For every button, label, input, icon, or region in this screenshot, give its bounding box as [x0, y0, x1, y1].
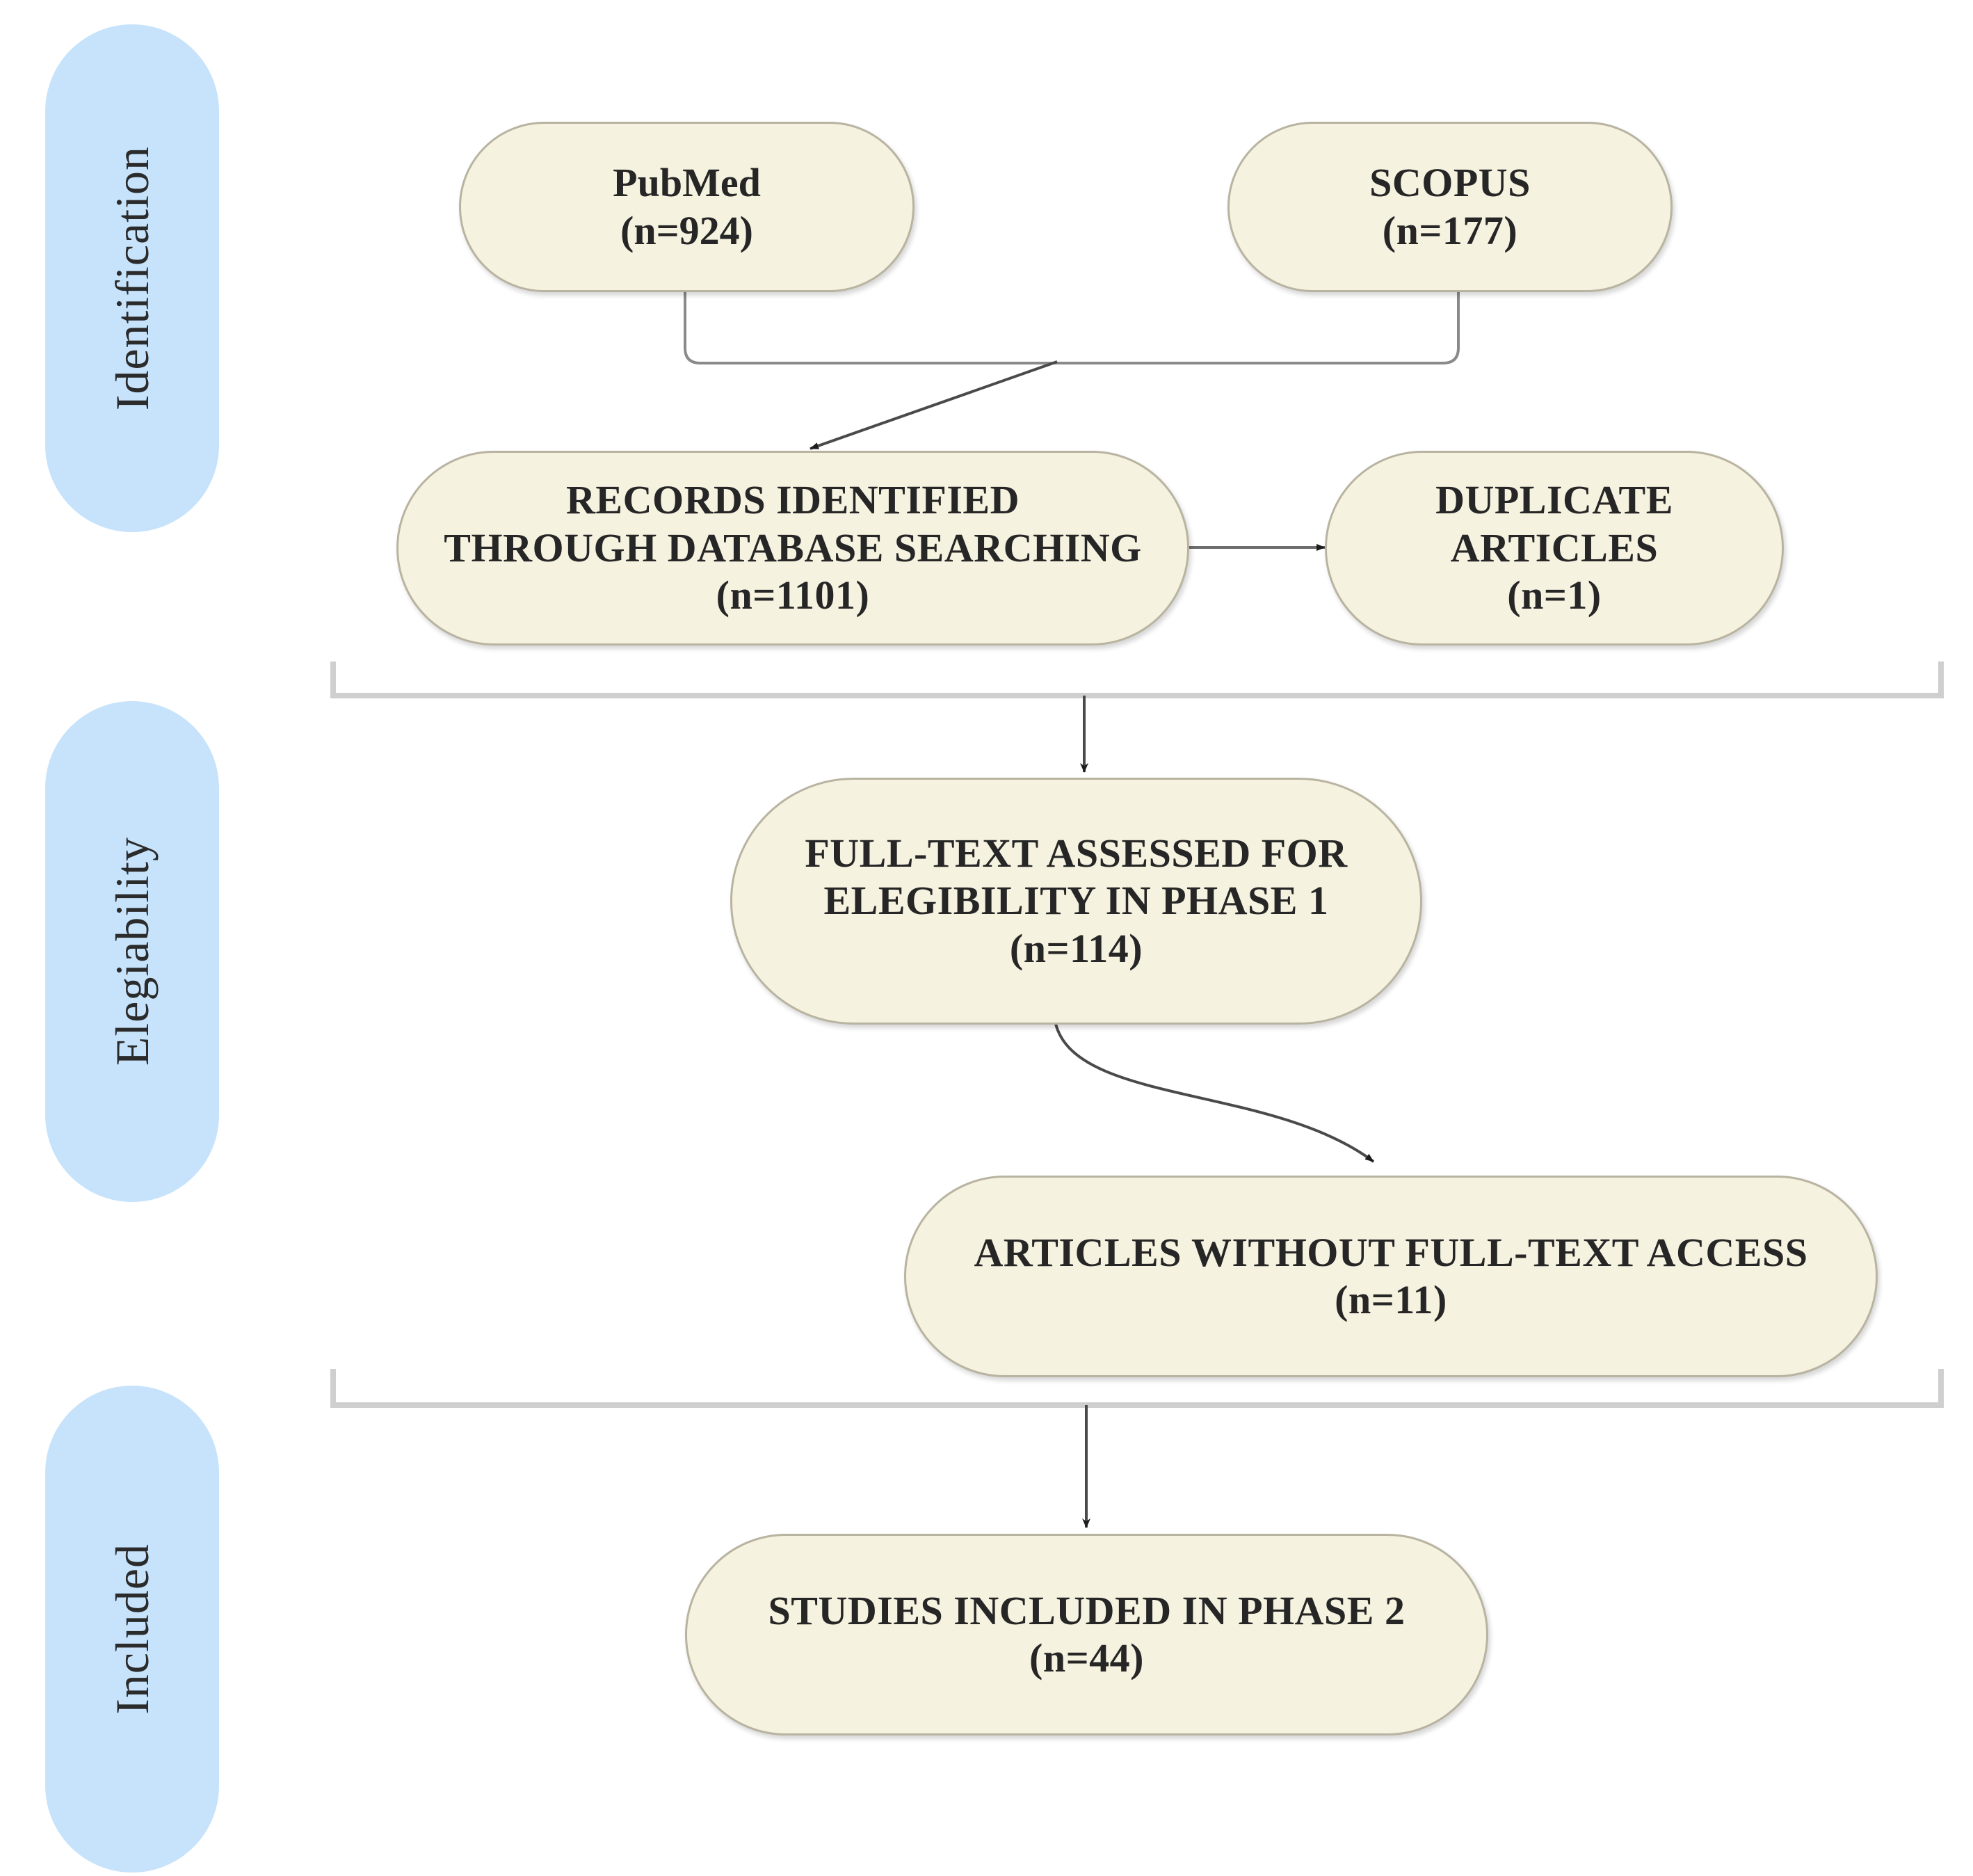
edge-pubmed-to-merge — [684, 292, 1460, 364]
node-scopus[interactable]: SCOPUS (n=177) — [1227, 122, 1673, 292]
node-records-identified-line-2: THROUGH DATABASE SEARCHING — [444, 524, 1142, 570]
node-records-identified[interactable]: RECORDS IDENTIFIED THROUGH DATABASE SEAR… — [396, 451, 1189, 646]
node-scopus-count: (n=177) — [1382, 207, 1518, 253]
node-articles-without-fulltext-count: (n=11) — [1335, 1277, 1447, 1322]
node-records-identified-line-1: RECORDS IDENTIFIED — [566, 477, 1020, 523]
phase-label-included: Included — [105, 1544, 159, 1715]
phase-label-elegiability: Elegiability — [105, 837, 159, 1066]
node-duplicate-articles[interactable]: DUPLICATE ARTICLES (n=1) — [1325, 451, 1784, 646]
node-full-text-assessed-count: (n=114) — [1009, 925, 1143, 971]
node-pubmed-line-1: PubMed — [613, 160, 761, 206]
phase-label-identification: Identification — [105, 145, 159, 411]
node-records-identified-count: (n=1101) — [716, 572, 870, 618]
node-articles-without-fulltext-line-1: ARTICLES WITHOUT FULL-TEXT ACCESS — [974, 1229, 1808, 1275]
node-full-text-assessed-line-1: FULL-TEXT ASSESSED FOR — [805, 830, 1348, 876]
node-studies-included[interactable]: STUDIES INCLUDED IN PHASE 2 (n=44) — [685, 1534, 1488, 1735]
phase-pill-elegiability: Elegiability — [45, 701, 219, 1202]
edge-fulltext-to-noaccess — [1054, 1023, 1375, 1163]
node-full-text-assessed-line-2: ELEGIBILITY IN PHASE 1 — [823, 878, 1329, 924]
node-duplicate-articles-line-2: ARTICLES — [1450, 524, 1659, 570]
node-duplicate-articles-line-1: DUPLICATE — [1435, 477, 1673, 523]
phase-pill-included: Included — [45, 1386, 219, 1873]
phase-pill-identification: Identification — [45, 24, 219, 532]
node-full-text-assessed[interactable]: FULL-TEXT ASSESSED FOR ELEGIBILITY IN PH… — [730, 778, 1422, 1025]
node-duplicate-articles-count: (n=1) — [1507, 572, 1602, 618]
node-scopus-line-1: SCOPUS — [1369, 160, 1531, 206]
node-studies-included-count: (n=44) — [1029, 1635, 1144, 1681]
node-pubmed-count: (n=924) — [620, 207, 753, 253]
node-pubmed[interactable]: PubMed (n=924) — [459, 122, 915, 292]
edge-merge-to-records — [810, 360, 1058, 450]
node-studies-included-line-1: STUDIES INCLUDED IN PHASE 2 — [768, 1587, 1406, 1633]
identification-section-rule — [330, 662, 1944, 698]
node-articles-without-fulltext[interactable]: ARTICLES WITHOUT FULL-TEXT ACCESS (n=11) — [904, 1176, 1878, 1377]
